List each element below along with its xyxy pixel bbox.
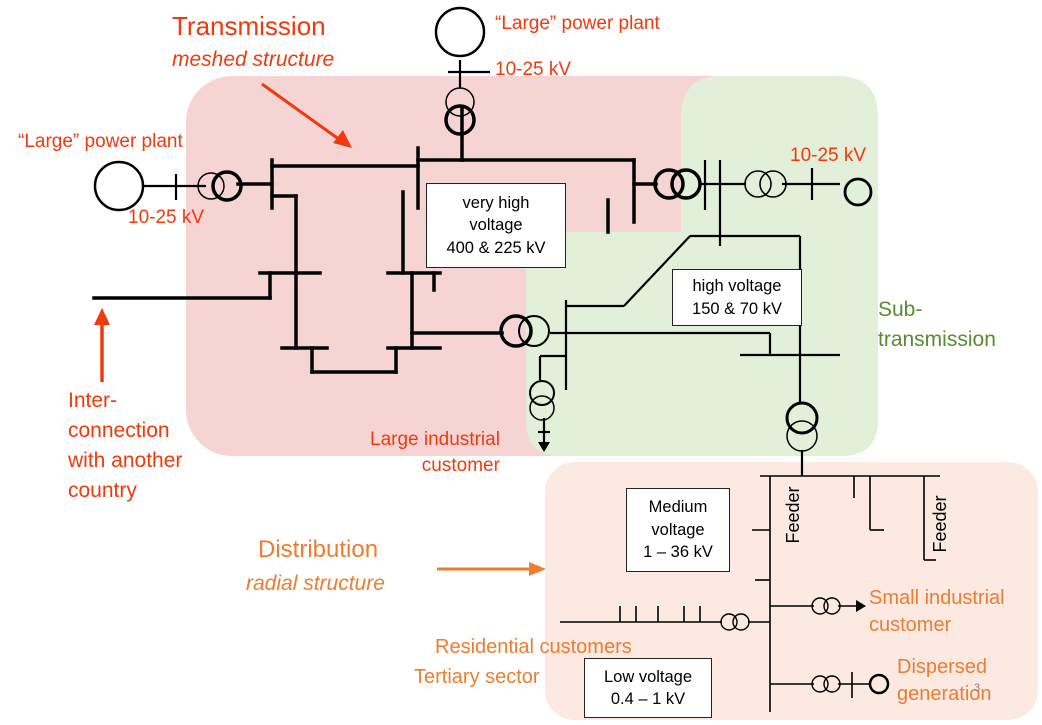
transformer-distribution-icon [785, 401, 819, 435]
page-number: 3 [974, 682, 981, 694]
low-line-1: Low voltage [603, 667, 693, 686]
large-industrial-line-1: Large industrial [370, 429, 500, 450]
interconnection-line-4: country [68, 479, 137, 503]
dispersed-generator-icon [868, 673, 890, 695]
transformer-left-icon [197, 172, 225, 200]
very-high-line-1: very high [462, 193, 530, 212]
subtransmission-title-line1: Sub- [878, 298, 923, 321]
feeder-label-right: Feeder [930, 495, 950, 553]
large-industrial-arrow [538, 442, 550, 452]
medium-line-1: Medium [648, 498, 708, 517]
high-voltage-box: high voltage 150 & 70 kV [672, 269, 802, 326]
large-industrial-label: Large industrial customer [370, 427, 500, 478]
transformer-subt-icon [744, 170, 772, 198]
transformer-top-icon [445, 87, 475, 117]
interconnection-label: Inter- connection with another country [68, 386, 182, 506]
low-line-2: 0.4 – 1 kV [610, 690, 686, 708]
generator-top-icon [434, 6, 486, 58]
dispersed-generation-label: Dispersed generation [897, 654, 992, 708]
transformer-small-industrial-icon [811, 597, 829, 615]
annotation-arrows [94, 82, 546, 576]
very-high-line-2: voltage [469, 216, 523, 235]
distribution-network [560, 475, 940, 712]
kv-top-label: 10-25 kV [495, 59, 572, 80]
small-industrial-line-1: Small industrial [869, 587, 1005, 609]
transmission-subtitle: meshed structure [172, 48, 335, 71]
large-plant-top-label: “Large” power plant [495, 13, 660, 34]
interconnection-line-1: Inter- [68, 389, 118, 412]
transformer-dispersed-icon [811, 675, 829, 693]
transformer-residential-icon [720, 613, 738, 631]
tertiary-label: Tertiary sector [414, 666, 540, 688]
transformer-icons [197, 87, 841, 693]
dispersed-line-2: generation [897, 683, 992, 705]
high-line-2: 150 & 70 kV [692, 299, 782, 318]
transformer-right-icon [653, 168, 685, 200]
kv-right-label: 10-25 kV [790, 145, 867, 166]
generator-left-icon [93, 160, 145, 212]
high-line-1: high voltage [692, 277, 782, 296]
very-high-line-3: 400 & 225 kV [446, 238, 546, 257]
large-industrial-line-2: customer [421, 454, 500, 476]
small-industrial-arrow [856, 600, 866, 612]
kv-left-label: 10-25 kV [128, 207, 205, 228]
distribution-title: Distribution [258, 536, 379, 563]
transmission-title: Transmission [172, 11, 326, 41]
medium-line-3: 1 – 36 kV [643, 543, 713, 562]
medium-voltage-box: Medium voltage 1 – 36 kV [626, 488, 730, 572]
large-plant-left-label: “Large” power plant [18, 131, 183, 152]
generator-icons [93, 6, 890, 695]
interconnection-line-2: connection [68, 419, 170, 443]
residential-label: Residential customers [435, 636, 632, 658]
subtransmission-zone [526, 76, 878, 456]
low-voltage-box: Low voltage 0.4 – 1 kV [584, 658, 712, 718]
transformer-industrial-icon [529, 380, 555, 406]
dispersed-line-1: Dispersed [897, 656, 988, 678]
small-industrial-line-2: customer [869, 614, 952, 636]
interconnection-line-3: with another [68, 449, 183, 473]
subtransmission-title-line2: transmission [878, 328, 996, 351]
medium-line-2: voltage [651, 520, 705, 539]
very-high-voltage-box: very high voltage 400 & 225 kV [426, 183, 566, 268]
feeder-label-left: Feeder [783, 486, 803, 544]
transformer-center-icon [499, 314, 533, 348]
small-industrial-label: Small industrial customer [869, 585, 1005, 639]
distribution-subtitle: radial structure [246, 572, 385, 595]
generator-right-icon [843, 177, 873, 207]
transmission-network [92, 106, 658, 374]
